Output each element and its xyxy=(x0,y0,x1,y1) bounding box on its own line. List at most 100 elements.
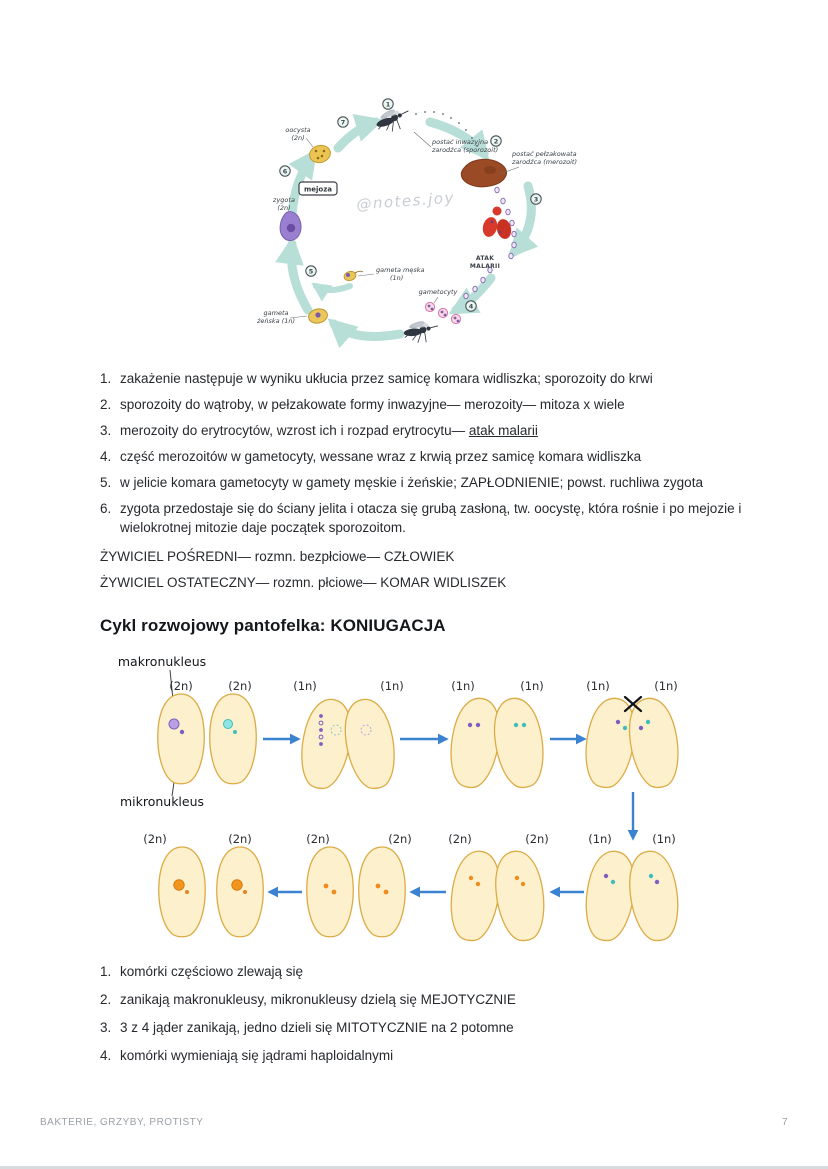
list-item: 1. komórki częściowo zlewają się xyxy=(100,962,720,981)
text-part: merozoity do erytrocytów, wzrost ich i r… xyxy=(120,423,469,438)
ploidy-label: (1n) xyxy=(293,679,317,693)
list-item-number: 3. xyxy=(100,1020,112,1035)
list-item-number: 3. xyxy=(100,423,112,438)
list-item-text: komórki wymieniają się jądrami haploidal… xyxy=(120,1046,720,1065)
macronucleus-label: makronukleus xyxy=(118,654,206,669)
list-item-number: 5. xyxy=(100,475,112,490)
male-gamete-icon xyxy=(343,270,364,282)
ploidy-label: (2n) xyxy=(525,832,549,846)
malaria-attack-label-line1: ATAK xyxy=(476,255,494,262)
list-item-number: 4. xyxy=(100,449,112,464)
ploidy-label: (1n) xyxy=(380,679,404,693)
label-connectors xyxy=(289,131,520,319)
text-part: w jelicie komara gametocyty w gamety męs… xyxy=(120,475,703,490)
list-item-text: w jelicie komara gametocyty w gamety męs… xyxy=(120,473,764,492)
page-number: 7 xyxy=(781,1117,788,1128)
gametocytes-label: gametocyty xyxy=(419,288,458,296)
text-part: sporozoity do wątroby, w pełzakowate for… xyxy=(120,397,625,412)
zygote-ploidy-label: (2n) xyxy=(277,204,290,212)
text-part: 3 z 4 jąder zanikają, jedno dzieli się M… xyxy=(120,1020,514,1035)
cells-bottom-row xyxy=(158,846,684,945)
step-2-badge: 2 xyxy=(494,137,499,145)
nuclei-bottom-row xyxy=(173,873,660,895)
stage-arrows xyxy=(263,733,639,898)
list-item-number: 1. xyxy=(100,371,112,386)
step-5-badge: 5 xyxy=(309,267,314,275)
list-item: 6. zygota przedostaje się do ściany jeli… xyxy=(100,499,764,537)
list-item: 3. 3 z 4 jąder zanikają, jedno dzieli si… xyxy=(100,1018,720,1037)
list-item-number: 2. xyxy=(100,397,112,412)
oocyst-ploidy-label: (2n) xyxy=(291,134,304,142)
step-4-badge: 4 xyxy=(469,302,474,310)
diagram-labels: oocysta (2n) postać inwazyjna zarodźca (… xyxy=(256,126,577,325)
list-item-text: komórki częściowo zlewają się xyxy=(120,962,720,981)
list-item-text: merozoity do erytrocytów, wzrost ich i r… xyxy=(120,421,764,440)
red-blood-cells-icon xyxy=(482,206,512,239)
nuclei-top-row xyxy=(168,695,651,746)
intermediate-host-line: ŻYWICIEL POŚREDNI— rozmn. bezpłciowe— CZ… xyxy=(100,549,455,564)
sporozoite-label-line1: postać inwazyjna xyxy=(431,138,488,146)
cells-top-row xyxy=(157,693,685,793)
crossing-over-x-icon xyxy=(623,695,643,713)
hosts-block: ŻYWICIEL POŚREDNI— rozmn. bezpłciowe— CZ… xyxy=(100,544,764,596)
malaria-cycle-diagram: @notes.joy xyxy=(256,98,577,349)
merozoite-chain xyxy=(463,186,517,300)
definitive-host-line: ŻYWICIEL OSTATECZNY— rozmn. płciowe— KOM… xyxy=(100,575,507,590)
ploidy-label: (2n) xyxy=(169,679,193,693)
female-gamete-label-line1: gameta xyxy=(264,309,289,317)
list-item-text: zanikają makronukleusy, mikronukleusy dz… xyxy=(120,990,720,1009)
male-gamete-ploidy-label: (1n) xyxy=(390,274,403,282)
mosquito-icon-bottom xyxy=(400,315,440,347)
merozoite-label-line1: postać pełzakowata xyxy=(511,150,577,158)
female-gamete-label-line2: żeńska (1n) xyxy=(256,317,295,325)
meiosis-label-box: mejoza xyxy=(298,181,338,196)
ploidy-label: (2n) xyxy=(228,832,252,846)
text-part: zanikają makronukleusy, mikronukleusy dz… xyxy=(120,992,516,1007)
ploidy-labels-bottom: (2n) (2n) (2n) (2n) (2n) (2n) (1n) (1n) xyxy=(143,832,676,846)
cycle-arrows xyxy=(275,114,539,349)
ploidy-label: (2n) xyxy=(228,679,252,693)
ploidy-label: (1n) xyxy=(451,679,475,693)
merozoite-label-line2: zarodźca (merozoit) xyxy=(511,158,577,166)
micronucleus-label: mikronukleus xyxy=(120,794,204,809)
conjugation-diagram: makronukleus mikronukleus xyxy=(118,654,685,945)
mosquito-icon-top xyxy=(374,107,409,133)
list-item-text: część merozoitów w gametocyty, wessane w… xyxy=(120,447,764,466)
ploidy-label: (1n) xyxy=(586,679,610,693)
ploidy-label: (1n) xyxy=(652,832,676,846)
ploidy-label: (2n) xyxy=(143,832,167,846)
gametocytes-icon xyxy=(424,301,462,325)
page-footer: BAKTERIE, GRZYBY, PROTISTY 7 xyxy=(40,1117,788,1128)
list-item-number: 6. xyxy=(100,501,112,516)
section-heading: Cykl rozwojowy pantofelka: KONIUGACJA xyxy=(100,616,446,635)
ploidy-label: (1n) xyxy=(520,679,544,693)
male-gamete-label: gameta męska xyxy=(376,266,425,274)
oocyst-label: oocysta xyxy=(285,126,310,134)
ploidy-label: (1n) xyxy=(588,832,612,846)
list-item: 5. w jelicie komara gametocyty w gamety … xyxy=(100,473,764,492)
ploidy-label: (2n) xyxy=(448,832,472,846)
malaria-text-block: 1. zakażenie następuje w wyniku ukłucia … xyxy=(100,369,764,636)
malaria-attack-label-line2: MALARII xyxy=(470,263,500,270)
meiosis-label: mejoza xyxy=(304,186,332,194)
ploidy-label: (2n) xyxy=(388,832,412,846)
list-item: 1. zakażenie następuje w wyniku ukłucia … xyxy=(100,369,764,388)
step-3-badge: 3 xyxy=(534,195,539,203)
liver-icon xyxy=(460,158,507,188)
list-item: 4. część merozoitów w gametocyty, wessan… xyxy=(100,447,764,466)
text-part: część merozoitów w gametocyty, wessane w… xyxy=(120,449,642,464)
watermark: @notes.joy xyxy=(356,189,456,214)
list-item: 3. merozoity do erytrocytów, wzrost ich … xyxy=(100,421,764,440)
ploidy-labels-top: (2n) (2n) (1n) (1n) (1n) (1n) (1n) (1n) xyxy=(169,679,678,693)
conjugation-text-block: 1. komórki częściowo zlewają się 2. zani… xyxy=(100,962,720,1074)
zygote-label: zygota xyxy=(272,196,295,204)
list-item-text: sporozoity do wątroby, w pełzakowate for… xyxy=(120,395,764,414)
female-gamete-icon xyxy=(308,308,328,324)
step-badges: 1 2 3 4 5 6 7 xyxy=(279,98,542,312)
text-part: zakażenie następuje w wyniku ukłucia prz… xyxy=(120,371,653,386)
list-item: 4. komórki wymieniają się jądrami haploi… xyxy=(100,1046,720,1065)
list-item-number: 1. xyxy=(100,964,112,979)
sporozoite-trail xyxy=(415,111,478,147)
oocyst-icon xyxy=(309,144,331,164)
list-item-text: zygota przedostaje się do ściany jelita … xyxy=(120,499,764,537)
